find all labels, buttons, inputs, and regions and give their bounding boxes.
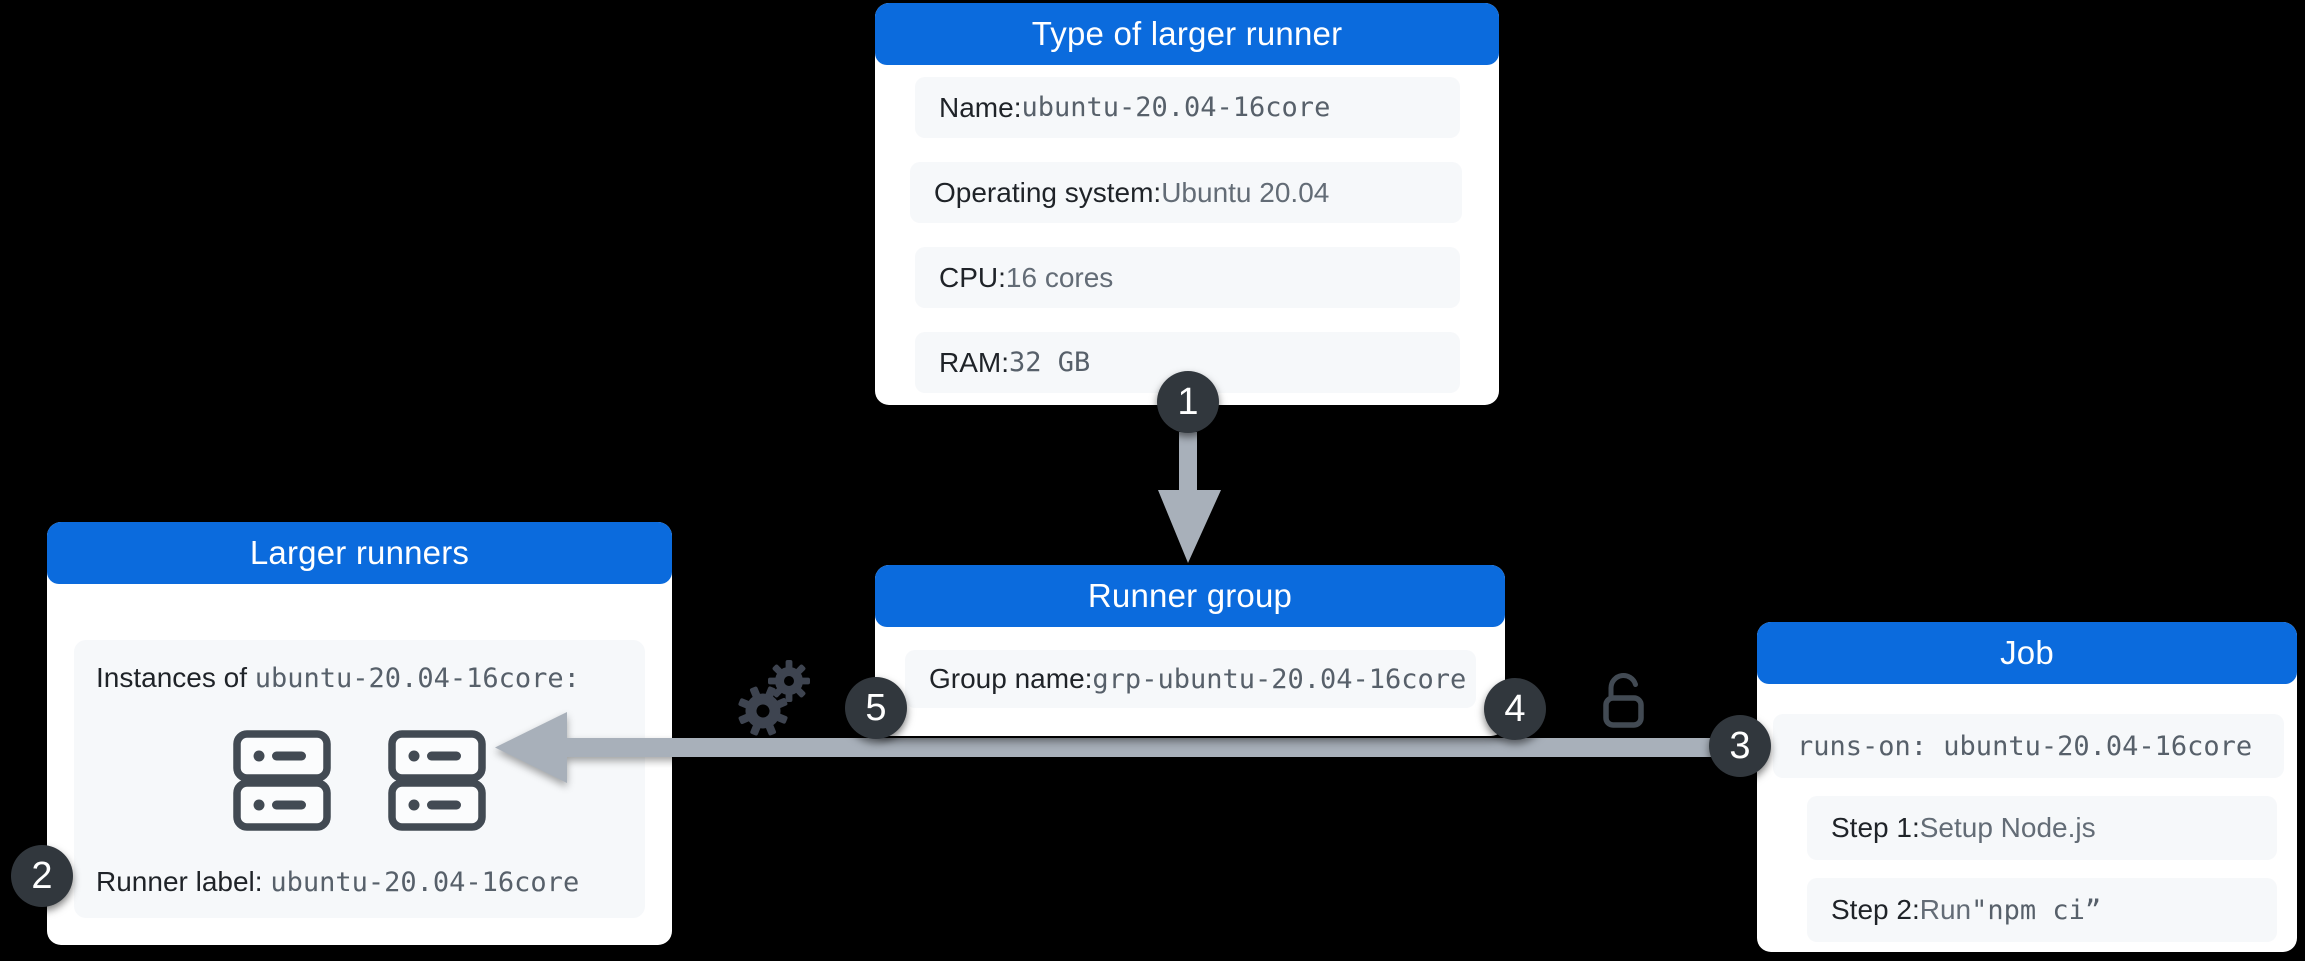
text-segment: "npm ci”	[1971, 894, 2102, 926]
step-badge-1: 1	[1157, 371, 1219, 433]
field-row-name: Name: ubuntu-20.04-16core	[915, 77, 1460, 138]
card-type-of-larger-runner: Type of larger runner Name: ubuntu-20.04…	[875, 3, 1499, 405]
text-segment: ubuntu-20.04-16core	[1021, 92, 1331, 123]
server-instances	[96, 729, 623, 831]
card-runner-group: Runner group Group name: grp-ubuntu-20.0…	[875, 565, 1505, 736]
text-segment: 32 GB	[1009, 347, 1091, 378]
text-segment: Step 2:	[1831, 894, 1920, 925]
step-badge-5: 5	[845, 677, 907, 739]
text-segment: RAM:	[939, 346, 1009, 378]
server-icon	[388, 729, 486, 831]
card-larger-runners: Larger runners Instances of ubuntu-20.04…	[47, 522, 672, 945]
field-row-step-1: Step 1: Setup Node.js	[1807, 796, 2277, 860]
text-segment: ubuntu-20.04-16core	[270, 867, 580, 898]
text-segment: 16 cores	[1005, 261, 1114, 293]
text-segment: Setup Node.js	[1919, 812, 2096, 843]
instances-line: Instances of ubuntu-20.04-16core:	[96, 662, 623, 694]
runner-label-line: Runner label: ubuntu-20.04-16core	[96, 866, 623, 898]
text-segment: Group name:	[929, 663, 1093, 694]
text-segment: Runner label:	[96, 866, 271, 897]
text-segment: Instances of	[96, 662, 255, 693]
text-segment: CPU:	[939, 261, 1006, 293]
text-segment: Step 1:	[1831, 812, 1920, 843]
gears-icon	[738, 660, 810, 736]
card-title-type-of-larger-runner: Type of larger runner	[875, 3, 1499, 65]
text-segment: runs-on: ubuntu-20.04-16core	[1797, 730, 2253, 762]
text-segment: Run	[1919, 894, 1972, 925]
text-segment: Operating system:	[934, 176, 1162, 208]
text-segment: Ubuntu 20.04	[1161, 176, 1330, 208]
card-title-runner-group: Runner group	[875, 565, 1505, 627]
field-row-step-2: Step 2: Run "npm ci”	[1807, 878, 2277, 942]
step-badge-2: 2	[11, 845, 73, 907]
unlock-icon	[1603, 673, 1644, 728]
step-badge-3: 3	[1709, 715, 1771, 777]
field-row-cpu: CPU: 16 cores	[915, 247, 1460, 308]
arrow-left	[495, 712, 1762, 783]
arrow-down	[1158, 432, 1221, 563]
step-badge-4: 4	[1484, 678, 1546, 740]
text-segment: grp-ubuntu-20.04-16core	[1092, 663, 1467, 695]
server-icon	[233, 729, 331, 831]
card-title-larger-runners: Larger runners	[47, 522, 672, 584]
field-row-os: Operating system: Ubuntu 20.04	[910, 162, 1462, 223]
text-segment: ubuntu-20.04-16core:	[254, 663, 580, 694]
field-row-runs-on: runs-on: ubuntu-20.04-16core	[1773, 714, 2284, 778]
text-segment: Name:	[939, 91, 1022, 123]
card-title-job: Job	[1757, 622, 2297, 684]
instances-panel: Instances of ubuntu-20.04-16core:	[74, 640, 645, 918]
card-job: Job runs-on: ubuntu-20.04-16core Step 1:…	[1757, 622, 2297, 952]
field-row-group-name: Group name: grp-ubuntu-20.04-16core	[905, 650, 1476, 708]
